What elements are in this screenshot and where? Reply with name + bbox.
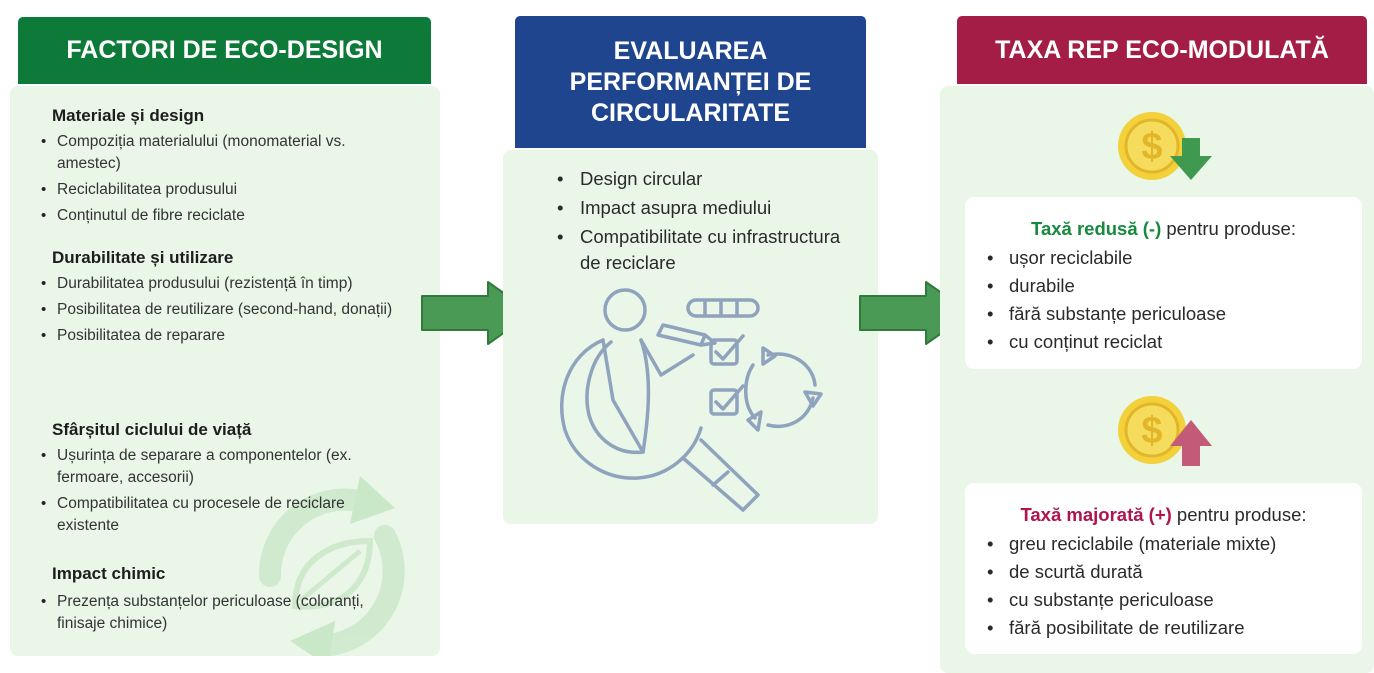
list-item: Conținutul de fibre reciclate	[40, 205, 410, 227]
list-item: Compoziția materialului (monomaterial vs…	[40, 131, 410, 175]
reduced-fee-label: Taxă redusă (-)	[1031, 218, 1162, 239]
increased-fee-card: Taxă majorată (+) pentru produse: greu r…	[965, 483, 1362, 654]
section-title-chemical: Impact chimic	[52, 564, 166, 583]
eco-modulated-fee-header: TAXA REP ECO-MODULATĂ	[957, 16, 1367, 84]
reduced-fee-suffix: pentru produse:	[1161, 218, 1296, 239]
eco-design-header: FACTORI DE ECO-DESIGN	[18, 17, 431, 84]
coin-fee-up-icon: $	[1118, 396, 1212, 466]
section-title-materials: Materiale și design	[52, 106, 205, 125]
increased-fee-label: Taxă majorată (+)	[1020, 504, 1172, 525]
svg-text:$: $	[1141, 126, 1162, 168]
increased-fee-title: Taxă majorată (+) pentru produse:	[965, 504, 1362, 526]
section-title-end-of-life: Sfârșitul ciclului de viață	[52, 420, 252, 439]
chemical-list: Prezența substanțelor periculoase (color…	[40, 591, 410, 639]
list-item: Posibilitatea de reparare	[40, 325, 410, 347]
list-item: Durabilitatea produsului (rezistență în …	[40, 273, 410, 295]
end-of-life-list: Ușurința de separare a componentelor (ex…	[40, 445, 410, 541]
list-item: fără posibilitate de reutilizare	[983, 615, 1353, 640]
evaluation-illustration-icon	[560, 288, 823, 512]
circularity-list: Design circular Impact asupra mediului C…	[555, 166, 865, 279]
section-title-durability: Durabilitate și utilizare	[52, 248, 234, 267]
list-item: ușor reciclabile	[983, 245, 1353, 270]
svg-text:$: $	[1141, 410, 1162, 452]
circularity-panel: Design circular Impact asupra mediului C…	[503, 150, 878, 524]
list-item: Compatibilitatea cu procesele de recicla…	[40, 493, 410, 537]
materials-list: Compoziția materialului (monomaterial vs…	[40, 131, 410, 231]
reduced-fee-title: Taxă redusă (-) pentru produse:	[965, 218, 1362, 240]
list-item: greu reciclabile (materiale mixte)	[983, 531, 1353, 556]
list-item: Compatibilitate cu infrastructura de rec…	[555, 224, 865, 276]
circularity-header: EVALUAREA PERFORMANȚEI DE CIRCULARITATE	[515, 16, 866, 148]
increased-fee-suffix: pentru produse:	[1171, 504, 1307, 525]
coin-fee-down-icon: $	[1118, 112, 1212, 180]
list-item: fără substanțe periculoase	[983, 301, 1353, 326]
list-item: de scurtă durată	[983, 559, 1353, 584]
list-item: cu substanțe periculoase	[983, 587, 1353, 612]
increased-fee-list: greu reciclabile (materiale mixte) de sc…	[983, 531, 1353, 643]
reduced-fee-list: ușor reciclabile durabile fără substanțe…	[983, 245, 1353, 357]
list-item: Design circular	[555, 166, 865, 192]
list-item: Prezența substanțelor periculoase (color…	[40, 591, 410, 635]
reduced-fee-card: Taxă redusă (-) pentru produse: ușor rec…	[965, 197, 1362, 369]
list-item: Impact asupra mediului	[555, 195, 865, 221]
list-item: Reciclabilitatea produsului	[40, 179, 410, 201]
durability-list: Durabilitatea produsului (rezistență în …	[40, 273, 410, 351]
list-item: cu conținut reciclat	[983, 329, 1353, 354]
list-item: durabile	[983, 273, 1353, 298]
list-item: Ușurința de separare a componentelor (ex…	[40, 445, 410, 489]
list-item: Posibilitatea de reutilizare (second-han…	[40, 299, 410, 321]
